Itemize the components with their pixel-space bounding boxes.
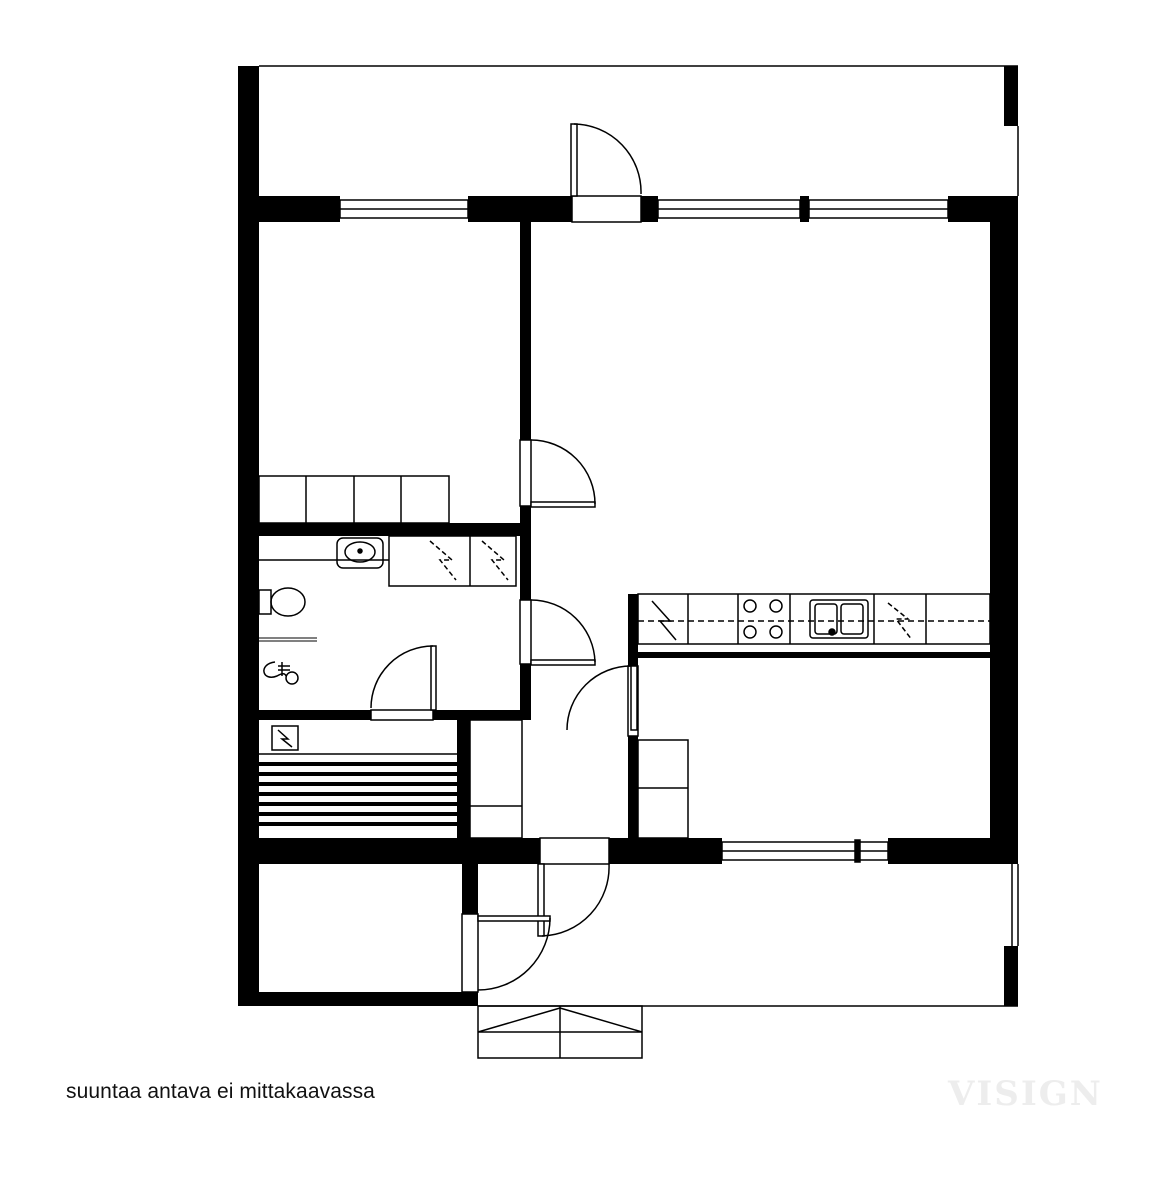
window — [657, 199, 801, 219]
fixtures — [258, 475, 517, 751]
toilet — [258, 587, 306, 617]
sauna-bench — [259, 753, 457, 826]
appliance — [887, 602, 913, 641]
door-swing — [461, 913, 551, 993]
wardrobe — [258, 475, 450, 524]
stove — [743, 599, 783, 639]
door-swing — [370, 645, 437, 721]
door-swing — [519, 599, 596, 666]
window — [808, 199, 949, 219]
kitchen-counter — [637, 593, 991, 645]
door-swing — [570, 123, 642, 223]
door-swing — [519, 439, 596, 508]
walls — [238, 66, 1018, 1006]
sauna-stove — [271, 725, 299, 751]
door-swing — [566, 665, 639, 737]
caption: suuntaa antava ei mittakaavassa — [66, 1080, 375, 1103]
watermark-logo: VISIGN — [948, 1074, 1103, 1114]
appliance — [651, 600, 677, 641]
washbasin — [336, 537, 384, 569]
terrace-steps — [477, 1005, 643, 1059]
windows — [339, 199, 949, 863]
shower — [263, 661, 299, 685]
window — [339, 199, 469, 219]
window — [721, 839, 889, 863]
doors — [370, 123, 642, 993]
sink — [809, 599, 869, 639]
door-swing — [537, 837, 610, 937]
closet — [637, 739, 689, 839]
closet — [388, 535, 517, 587]
